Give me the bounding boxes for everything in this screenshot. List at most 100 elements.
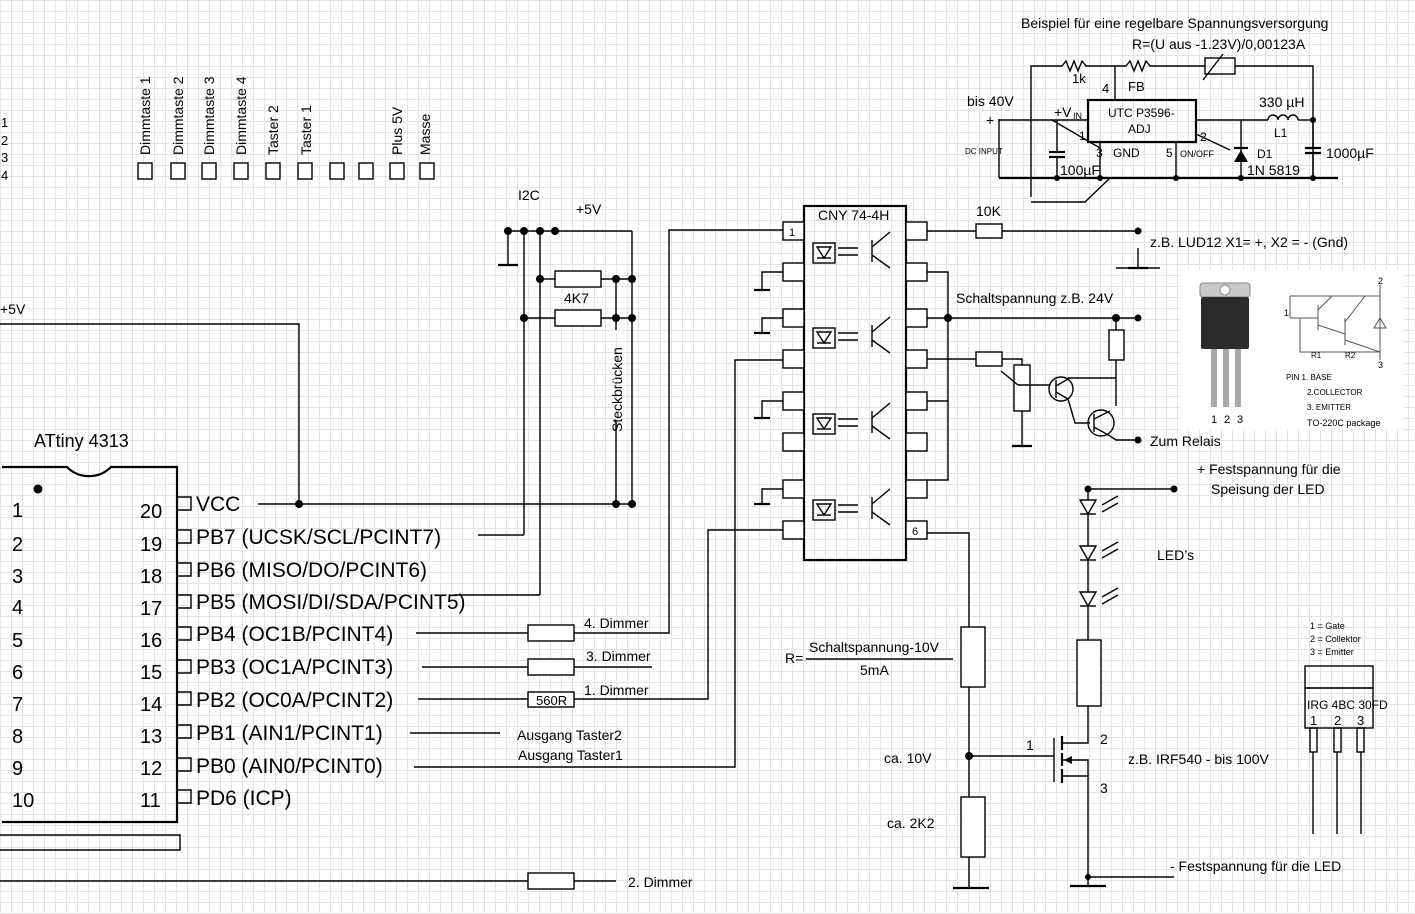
pin-number: 4 bbox=[12, 597, 23, 619]
pin-number: 19 bbox=[140, 534, 162, 556]
ca2k2-label: ca. 2K2 bbox=[887, 815, 935, 831]
connector-labels: Dimmtaste 1 Dimmtaste 2 Dimmtaste 3 Dimm… bbox=[137, 76, 433, 155]
photo-pin: 3 bbox=[1237, 414, 1243, 426]
pin-number: 6 bbox=[12, 662, 23, 684]
reg-diode: 1N 5819 bbox=[1247, 162, 1300, 178]
i2c-resistor-label: 4K7 bbox=[564, 290, 589, 306]
supply-label-5v: +5V bbox=[0, 301, 26, 317]
edge-number: 4 bbox=[1, 168, 8, 183]
igbt-pin: 2 bbox=[1334, 713, 1341, 728]
fest-plus-label-2: Speisung der LED bbox=[1211, 481, 1325, 497]
reg-l1: L1 bbox=[1274, 126, 1288, 140]
reg-chip-line1: UTC P3596- bbox=[1108, 106, 1175, 120]
pin-label: VCC bbox=[196, 493, 240, 516]
i2c-title: I2C bbox=[518, 187, 540, 203]
photo-pin: 2 bbox=[1224, 414, 1230, 426]
regulator-circuit: Beispiel für eine regelbare Spannungsver… bbox=[965, 15, 1374, 203]
mcu-chip: ATtiny 4313 bbox=[0, 431, 181, 851]
jumper-label: Steckbrücken bbox=[609, 347, 625, 432]
lud-label: z.B. LUD12 X1= +, X2 = - (Gnd) bbox=[1150, 234, 1348, 250]
pin-number: 17 bbox=[140, 598, 162, 620]
igbt-block: 1 = Gate 2 = Collektor 3 = Emitter IRG 4… bbox=[1304, 621, 1388, 834]
photo-r2: R2 bbox=[1345, 351, 1356, 360]
pin-number: 3 bbox=[12, 566, 23, 588]
connector-label: Dimmtaste 3 bbox=[201, 76, 217, 155]
irf-label: z.B. IRF540 - bis 100V bbox=[1128, 751, 1270, 767]
reg-pin5: 5 bbox=[1166, 146, 1173, 160]
connector-label: Taster 2 bbox=[265, 105, 281, 155]
led-2 bbox=[1078, 541, 1119, 562]
r-formula-prefix: R= bbox=[785, 650, 803, 666]
igbt-name: IRG 4BC 30FD bbox=[1307, 698, 1388, 712]
regulator-formula: R=(U aus -1.23V)/0,00123A bbox=[1132, 36, 1306, 52]
connector-label: Taster 1 bbox=[298, 105, 314, 155]
photo-mark-2: 2 bbox=[1378, 276, 1383, 286]
pin-label: PB0 (AIN0/PCINT0) bbox=[196, 755, 383, 778]
led-1 bbox=[1078, 495, 1119, 516]
pin-label: PB1 (AIN1/PCINT1) bbox=[196, 722, 383, 745]
label-taster1: Ausgang Taster1 bbox=[518, 747, 623, 763]
pin-number: 15 bbox=[140, 662, 162, 684]
edge-number: 1 bbox=[1, 115, 8, 130]
reg-vin: +V bbox=[1054, 104, 1072, 120]
pin-label: PB5 (MOSI/DI/SDA/PCINT5) bbox=[196, 591, 466, 614]
reg-onoff: ON/OFF bbox=[1180, 149, 1214, 159]
fest-plus-label-1: + Festspannung für die bbox=[1197, 461, 1341, 477]
reg-chip-line2: ADJ bbox=[1128, 122, 1151, 136]
pin-label: PB3 (OC1A/PCINT3) bbox=[196, 656, 393, 679]
r-formula-den: 5mA bbox=[860, 662, 889, 678]
pin-number: 12 bbox=[140, 758, 162, 780]
connector-label: Dimmtaste 2 bbox=[170, 76, 186, 155]
opto-pin-6: 6 bbox=[912, 526, 918, 538]
reg-pin1: 1 bbox=[1079, 129, 1086, 143]
pin-number: 5 bbox=[12, 630, 23, 652]
reg-pin4: 4 bbox=[1102, 81, 1109, 96]
mcu-left-pin-numbers: 1 2 3 4 5 6 7 8 9 10 bbox=[12, 500, 34, 812]
pin-number: 8 bbox=[12, 726, 23, 748]
photo-package: TO-220C package bbox=[1307, 418, 1380, 428]
photo-mark-3: 3 bbox=[1378, 360, 1383, 370]
igbt-legend: 1 = Gate bbox=[1310, 621, 1345, 631]
label-taster2: Ausgang Taster2 bbox=[517, 727, 622, 743]
darlington-photo: 1 2 3 1 2 3 R1 R2 PIN 1. BASE 2.COLLECTO… bbox=[1180, 270, 1404, 430]
edge-number: 3 bbox=[1, 150, 8, 165]
opto-name: CNY 74-4H bbox=[818, 207, 889, 223]
connector-pads bbox=[137, 162, 435, 180]
mosfet-pin3: 3 bbox=[1100, 780, 1108, 796]
relais-label: Zum Relais bbox=[1150, 433, 1221, 449]
pin-label: PB7 (UCSK/SCL/PCINT7) bbox=[196, 526, 441, 549]
regulator-title: Beispiel für eine regelbare Spannungsver… bbox=[1021, 15, 1328, 31]
edge-number: 2 bbox=[1, 133, 8, 148]
mcu-pin-labels: VCC PB7 (UCSK/SCL/PCINT7) PB6 (MISO/DO/P… bbox=[196, 493, 466, 810]
pin-number: 1 bbox=[12, 500, 23, 522]
pin-number: 10 bbox=[12, 790, 34, 812]
pin-number: 13 bbox=[140, 726, 162, 748]
mosfet-pin2: 2 bbox=[1100, 731, 1108, 747]
reg-dcin: DC INPUT bbox=[965, 147, 1003, 156]
fest-minus-label: - Festspannung für die LED bbox=[1170, 858, 1341, 874]
led-3 bbox=[1078, 587, 1119, 608]
label-dimmer1: 1. Dimmer bbox=[584, 682, 649, 698]
optocoupler: CNY 74-4H 1 6 bbox=[782, 204, 928, 562]
reg-vin-sub: IN bbox=[1073, 111, 1082, 121]
connector-label: Plus 5V bbox=[389, 106, 405, 155]
igbt-pin: 3 bbox=[1357, 713, 1364, 728]
ca10v-label: ca. 10V bbox=[884, 750, 932, 766]
pin-number: 20 bbox=[140, 501, 162, 523]
pin-number: 14 bbox=[140, 694, 162, 716]
mcu-name: ATtiny 4313 bbox=[34, 431, 129, 451]
igbt-pin: 1 bbox=[1310, 713, 1317, 728]
photo-legend: PIN 1. BASE bbox=[1286, 373, 1332, 382]
pin-number: 16 bbox=[140, 630, 162, 652]
photo-r1: R1 bbox=[1311, 351, 1322, 360]
label-560r: 560R bbox=[536, 693, 567, 708]
igbt-legend: 3 = Emitter bbox=[1310, 647, 1354, 657]
r10k-label: 10K bbox=[976, 203, 1002, 219]
pin-number: 7 bbox=[12, 694, 23, 716]
pin-label: PD6 (ICP) bbox=[196, 787, 292, 810]
photo-pin: 1 bbox=[1211, 414, 1217, 426]
reg-c1000: 1000µF bbox=[1326, 145, 1374, 161]
pin-number: 11 bbox=[140, 790, 161, 812]
label-dimmer3: 3. Dimmer bbox=[586, 648, 651, 664]
